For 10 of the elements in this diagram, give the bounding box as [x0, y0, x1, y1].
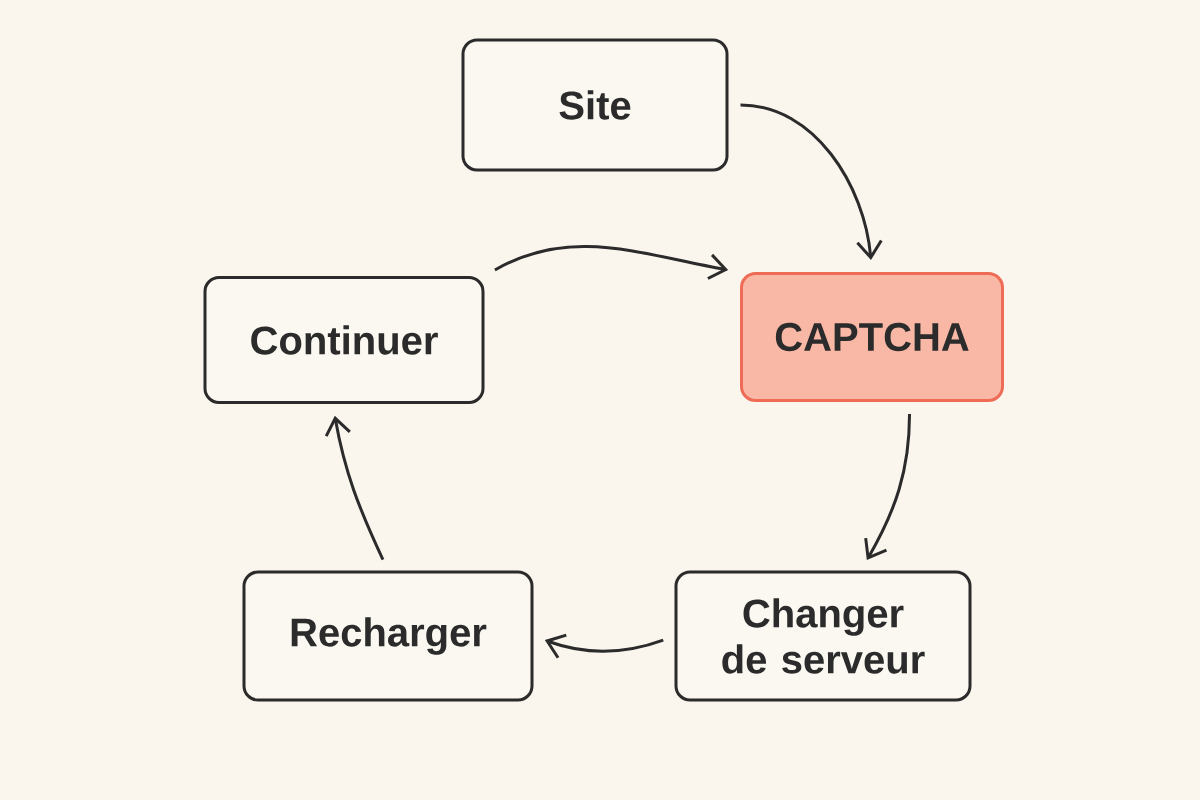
process-box: CAPTCHA: [740, 272, 1004, 402]
arrow: [494, 245, 729, 280]
process-box: Continuer: [203, 276, 485, 404]
arrow: [324, 415, 385, 561]
process-box: Changer de serveur: [674, 570, 972, 702]
process-box: Recharger: [242, 570, 534, 702]
arrow: [544, 633, 664, 659]
arrow: [740, 103, 883, 261]
process-box: Site: [461, 38, 729, 172]
arrow: [864, 413, 912, 561]
